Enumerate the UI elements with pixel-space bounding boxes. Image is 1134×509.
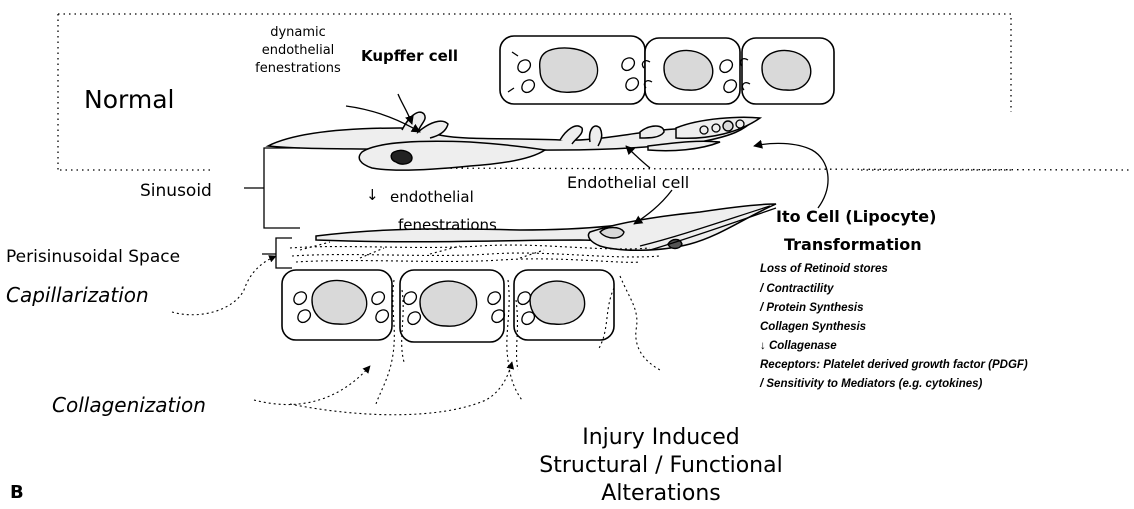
label-perisinusoidal-space: Perisinusoidal Space [6,247,180,267]
ito-change-4: ↓ Collagenase [760,340,837,352]
label-kupffer: Kupffer cell [361,47,458,65]
ito-change-0: Loss of Retinoid stores [760,263,888,275]
ito-line-2: Transformation [784,235,922,254]
bottom-title-line-2: Structural / Functional [539,453,782,478]
dyn-line-2: endothelial [262,43,335,58]
label-dynamic-fenestrations: dynamic endothelial fenestrations [255,25,341,76]
hepatocyte-top-2 [645,38,740,104]
normal-endothelium [268,112,760,170]
hepatocyte-top-1 [500,36,645,104]
arrow-collagenization-1 [254,366,370,405]
dyn-line-1: dynamic [270,25,326,40]
dyn-line-3: fenestrations [255,61,341,76]
bottom-title: Injury Induced Structural / Functional A… [539,425,782,504]
arrow-kupffer [398,94,412,124]
ito-change-2: / Protein Synthesis [759,302,864,314]
arrow-endothelial-normal [626,146,650,168]
perisinusoidal-bracket [262,238,292,268]
label-ito-title: Ito Cell (Lipocyte) Transformation [776,207,936,254]
arrow-capillarization [172,256,276,315]
ito-change-5: Receptors: Platelet derived growth facto… [760,359,1028,371]
endo-fen-line-2: fenestrations [398,216,497,234]
ito-line-1: Ito Cell (Lipocyte) [776,207,936,226]
label-capillarization: Capillarization [6,283,149,307]
label-endothelial-cell: Endothelial cell [567,173,689,192]
bottom-title-line-3: Alterations [601,481,720,504]
label-collagenization: Collagenization [52,393,206,417]
endo-fen-line-1: endothelial [390,188,474,206]
arrow-ito-transformation [754,143,828,208]
sinusoid-bracket [244,148,300,228]
ito-changes-list: Loss of Retinoid stores / Contractility … [759,263,1028,390]
label-normal: Normal [84,85,174,114]
hepatocyte-bottom-2 [400,270,504,342]
injured-endothelium [316,204,776,250]
arrow-collagenization-2 [290,362,512,415]
ito-change-6: / Sensitivity to Mediators (e.g. cytokin… [759,378,983,390]
bottom-title-line-1: Injury Induced [582,425,739,450]
label-endothelial-fenestrations: ↓ endothelial fenestrations [366,186,497,234]
panel-label: B [10,482,24,503]
ito-change-3: Collagen Synthesis [760,321,866,333]
normal-region-lower-edge [60,168,1130,170]
hepatocyte-top-3 [742,38,834,104]
down-arrow-glyph: ↓ [366,186,379,204]
label-sinusoid: Sinusoid [140,181,212,201]
hepatocyte-bottom-3 [514,270,614,340]
ito-change-1: / Contractility [759,283,834,295]
